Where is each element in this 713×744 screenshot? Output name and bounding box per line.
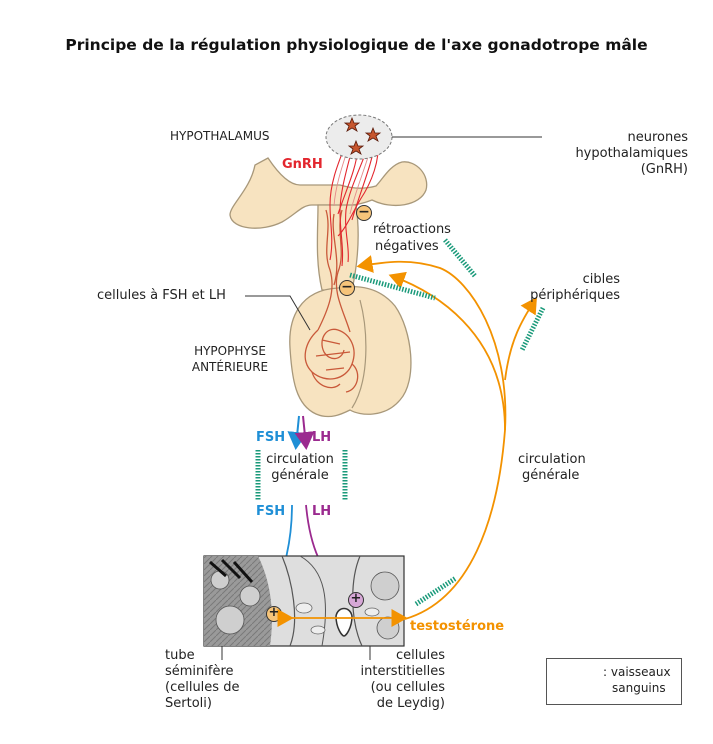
label-neurones-3: (GnRH) (640, 162, 688, 177)
label-interstitielles-1: cellules (396, 648, 445, 663)
label-tube-3: (cellules de (165, 680, 240, 695)
hypothalamus-shape (229, 157, 428, 229)
plus-symbol-sertoli: + (268, 605, 280, 620)
label-circulation-left-1: circulation (266, 452, 334, 467)
label-lh-top: LH (312, 430, 332, 445)
label-lh-bottom: LH (312, 504, 332, 519)
testosterone-pathway (356, 255, 537, 620)
label-tube-4: Sertoli) (165, 696, 212, 711)
minus-symbol-upper: − (358, 204, 370, 220)
cellules-leader-line (245, 295, 311, 331)
legend-label-2: sanguins (612, 681, 666, 695)
minus-circle-lower (339, 280, 355, 296)
label-fsh-bottom: FSH (256, 504, 286, 519)
label-neurones-1: neurones (627, 130, 689, 145)
label-retroactions-2: négatives (375, 239, 439, 254)
fsh-lh-top-arrows (287, 415, 315, 450)
minus-symbol-lower: − (341, 279, 353, 295)
label-interstitielles-4: de Leydig) (376, 696, 445, 711)
label-retroactions-1: rétroactions (373, 222, 451, 237)
label-tube-2: séminifère (165, 664, 234, 679)
neuron-star-icons (343, 116, 382, 155)
label-cibles-1: cibles (582, 272, 620, 287)
label-cellules-fsh-lh: cellules à FSH et LH (97, 288, 226, 303)
label-interstitielles-3: (ou cellules (370, 680, 445, 695)
blood-vessel-marks (255, 238, 546, 607)
testis-section (203, 555, 405, 647)
label-circulation-right-2: générale (522, 468, 580, 483)
label-hypophyse-2: ANTÉRIEURE (191, 360, 269, 374)
label-hypothalamus: HYPOTHALAMUS (170, 129, 270, 143)
label-gnrh: GnRH (282, 157, 323, 172)
legend-box (546, 658, 682, 705)
label-tube-1: tube (165, 648, 195, 663)
legend-label-1: : vaisseaux (603, 665, 671, 679)
label-interstitielles-2: interstitielles (360, 664, 445, 679)
label-testosterone: testostérone (410, 619, 505, 634)
diagram-title: Principe de la régulation physiologique … (65, 36, 648, 54)
pituitary-stalk (316, 204, 359, 291)
anterior-pituitary (289, 285, 412, 418)
portal-vessels (304, 209, 359, 393)
label-circulation-right-1: circulation (518, 452, 586, 467)
label-hypophyse-1: HYPOPHYSE (194, 344, 266, 358)
label-circulation-left-2: générale (271, 468, 329, 483)
label-neurones-2: hypothalamiques (575, 146, 688, 161)
minus-circle-upper (356, 205, 372, 221)
label-cibles-2: périphériques (530, 288, 620, 303)
label-fsh-top: FSH (256, 430, 286, 445)
plus-circle-leydig (348, 592, 364, 608)
plus-symbol-leydig: + (350, 591, 362, 606)
